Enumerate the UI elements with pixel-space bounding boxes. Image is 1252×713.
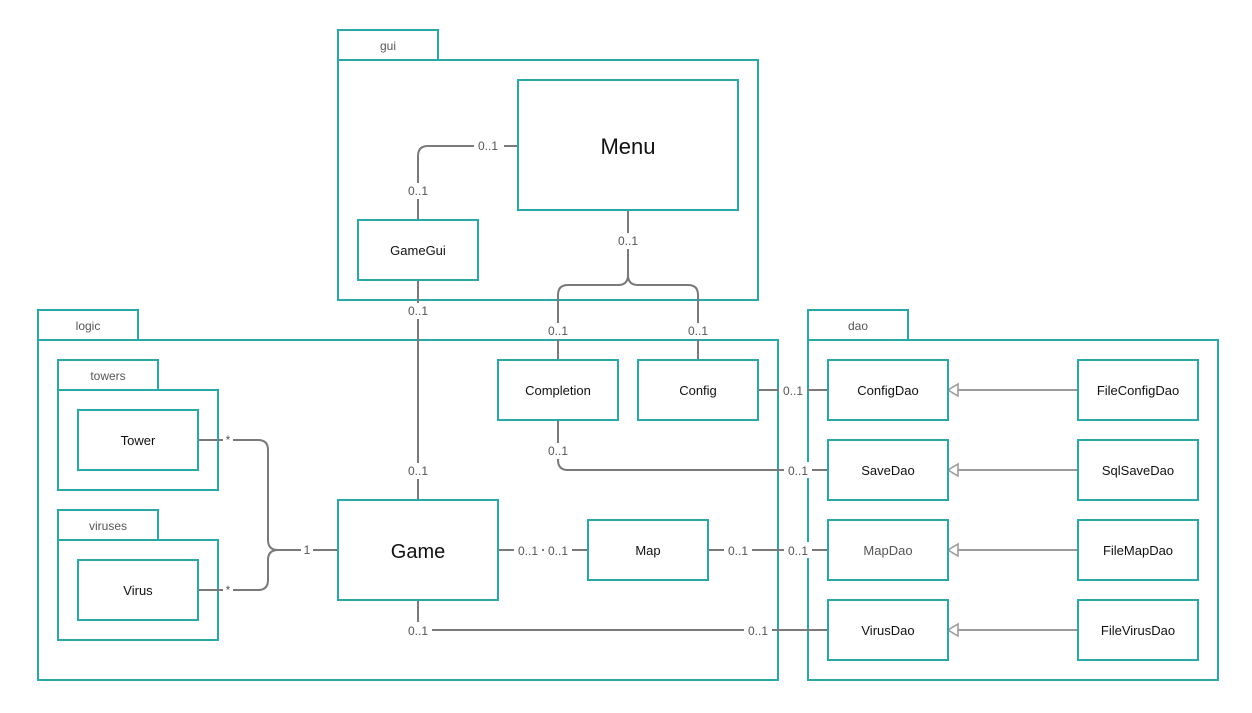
- realization-arrowhead-savedao: [946, 462, 959, 478]
- class-virusdao-label: VirusDao: [861, 623, 914, 638]
- class-mapdao-label: MapDao: [863, 543, 912, 558]
- class-game: Game: [337, 499, 499, 601]
- class-tower-label: Tower: [121, 433, 156, 448]
- class-fileconfigdao: FileConfigDao: [1077, 359, 1199, 421]
- mult-tower-end: *: [226, 433, 231, 447]
- class-fileconfigdao-label: FileConfigDao: [1097, 383, 1179, 398]
- mult-gamegui-bottom: 0..1: [408, 304, 428, 318]
- class-config: Config: [637, 359, 759, 421]
- mult-game-map-game-end: 0..1: [518, 544, 538, 558]
- mult-config-configdao-end: 0..1: [783, 384, 803, 398]
- edge-completion-savedao: [557, 420, 828, 471]
- class-gamegui: GameGui: [357, 219, 479, 281]
- package-gui: gui: [337, 29, 759, 301]
- edge-virus-game: [198, 549, 279, 591]
- edge-menu-gamegui: [417, 145, 518, 220]
- class-completion-label: Completion: [525, 383, 591, 398]
- mult-menu-gamegui-menu-end: 0..1: [478, 139, 498, 153]
- class-map-label: Map: [635, 543, 660, 558]
- class-sqlsavedao: SqlSaveDao: [1077, 439, 1199, 501]
- realization-arrowhead-configdao: [946, 382, 959, 398]
- mult-map-right: 0..1: [728, 544, 748, 558]
- realization-arrowhead-virusdao: [946, 622, 959, 638]
- package-logic: logic: [37, 309, 779, 681]
- package-dao-label: dao: [848, 319, 868, 333]
- edge-menu-config: [627, 274, 699, 360]
- edge-tower-game: [198, 439, 338, 551]
- edge-menu-completion: [557, 210, 629, 360]
- package-dao-body: [807, 339, 1219, 681]
- mult-savedao-end: 0..1: [788, 464, 808, 478]
- class-filemapdao-label: FileMapDao: [1103, 543, 1173, 558]
- multiplicity-labels: 0..1 0..1 0..1 0..1 0..1 0..1 0..1 * * 1…: [223, 138, 812, 638]
- mult-completion-bottom: 0..1: [548, 444, 568, 458]
- mult-virusdao-end: 0..1: [748, 624, 768, 638]
- class-game-label: Game: [391, 541, 445, 563]
- class-tower: Tower: [77, 409, 199, 471]
- class-savedao: SaveDao: [827, 439, 949, 501]
- mult-virus-end: *: [226, 583, 231, 597]
- class-virusdao: VirusDao: [827, 599, 949, 661]
- package-logic-label: logic: [76, 319, 101, 333]
- mult-game-left: 1: [304, 543, 311, 557]
- package-towers-label: towers: [90, 369, 125, 383]
- class-menu-label: Menu: [600, 134, 655, 159]
- mult-game-top: 0..1: [408, 464, 428, 478]
- package-gui-body: [337, 59, 759, 301]
- class-virus-label: Virus: [123, 583, 153, 598]
- class-completion: Completion: [497, 359, 619, 421]
- class-gamegui-label: GameGui: [390, 243, 446, 258]
- class-configdao-label: ConfigDao: [857, 383, 918, 398]
- class-map: Map: [587, 519, 709, 581]
- mult-menu-bottom: 0..1: [618, 234, 638, 248]
- class-savedao-label: SaveDao: [861, 463, 914, 478]
- realization-arrowhead-mapdao: [946, 542, 959, 558]
- class-filevirusdao-label: FileVirusDao: [1101, 623, 1175, 638]
- package-viruses-label: viruses: [89, 519, 127, 533]
- package-logic-body: [37, 339, 779, 681]
- class-sqlsavedao-label: SqlSaveDao: [1102, 463, 1174, 478]
- mult-completion-top: 0..1: [548, 324, 568, 338]
- class-mapdao: MapDao: [827, 519, 949, 581]
- package-dao: dao: [807, 309, 1219, 681]
- class-filemapdao: FileMapDao: [1077, 519, 1199, 581]
- mult-menu-gamegui-gamegui-end: 0..1: [408, 184, 428, 198]
- package-gui-label: gui: [380, 39, 396, 53]
- class-configdao: ConfigDao: [827, 359, 949, 421]
- class-virus: Virus: [77, 559, 199, 621]
- mult-game-map-map-end: 0..1: [548, 544, 568, 558]
- mult-config-top: 0..1: [688, 324, 708, 338]
- class-filevirusdao: FileVirusDao: [1077, 599, 1199, 661]
- class-config-label: Config: [679, 383, 717, 398]
- package-viruses: viruses: [57, 509, 219, 641]
- class-menu: Menu: [517, 79, 739, 211]
- mult-mapdao-end: 0..1: [788, 544, 808, 558]
- mult-game-bottom: 0..1: [408, 624, 428, 638]
